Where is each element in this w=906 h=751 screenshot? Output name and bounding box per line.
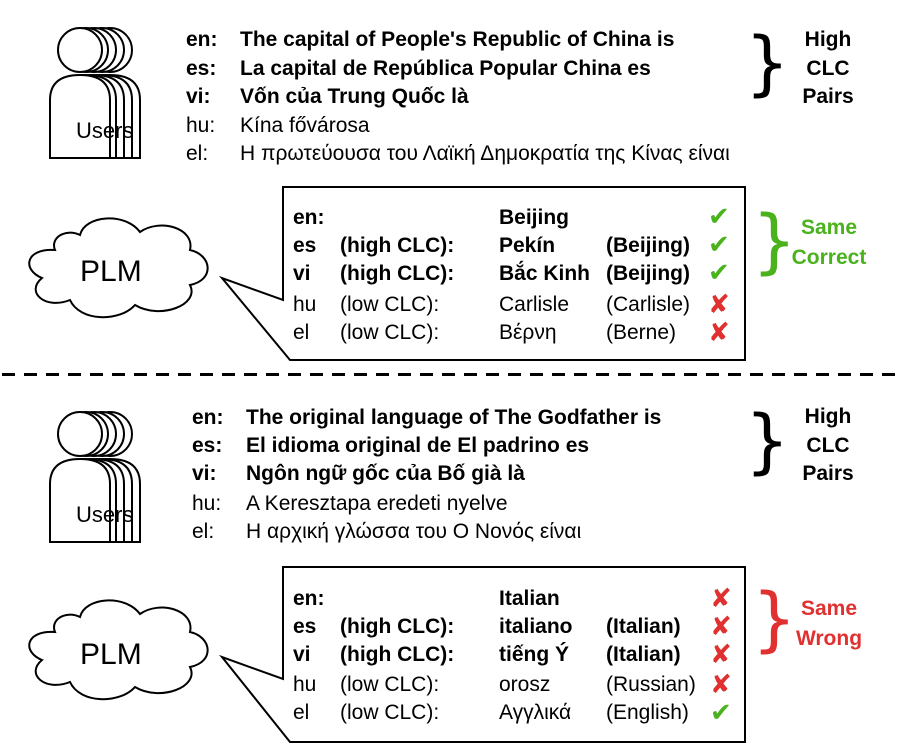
summary-line2: Correct (791, 246, 867, 269)
response-clc-vi: (high CLC): (340, 262, 455, 285)
query-text-en: The original language of The Godfather i… (246, 406, 662, 429)
response-gloss-es: (Italian) (606, 615, 681, 638)
response-clc-vi: (high CLC): (340, 643, 455, 666)
query-text-es: La capital de República Popular China es (240, 57, 651, 80)
query-text-en: The capital of People's Republic of Chin… (240, 28, 675, 51)
query-lang-vi: vi: (192, 462, 217, 485)
summary-line1: Same (800, 597, 858, 620)
response-gloss-es: (Beijing) (606, 234, 690, 257)
plm-label: PLM (80, 255, 142, 288)
users-icon (49, 27, 141, 159)
plm-label: PLM (80, 638, 142, 671)
query-lang-el: el: (192, 520, 215, 543)
response-clc-hu: (low CLC): (340, 293, 440, 316)
pair-label-line2: CLC (806, 434, 850, 457)
response-gloss-hu: (Carlisle) (606, 293, 690, 316)
panel-graphics (28, 411, 746, 743)
response-gloss-el: (English) (606, 701, 689, 724)
pair-label-line1: High (804, 405, 852, 428)
query-lang-en: en: (192, 406, 224, 429)
check-icon: ✔ (708, 257, 730, 287)
pair-label-line1: High (804, 28, 852, 51)
pairs-brace: } (745, 22, 790, 104)
users-label: Users (76, 118, 134, 143)
check-icon: ✔ (708, 229, 730, 259)
cross-icon: ✘ (710, 669, 732, 699)
check-icon: ✔ (710, 697, 732, 727)
panel-capital-example: Users PLM en: The capital of People's Re… (0, 0, 906, 373)
response-clc-el: (low CLC): (340, 321, 440, 344)
response-clc-el: (low CLC): (340, 701, 440, 724)
cross-icon: ✘ (710, 583, 732, 613)
response-lang-en: en: (293, 587, 325, 610)
query-text-vi: Ngôn ngữ gốc của Bố già là (246, 462, 525, 485)
summary-brace: } (752, 578, 797, 660)
response-clc-es: (high CLC): (340, 234, 455, 257)
pairs-brace: } (745, 400, 790, 482)
query-lang-es: es: (192, 434, 223, 457)
summary-line2: Wrong (795, 627, 863, 650)
summary-line1: Same (800, 216, 858, 239)
response-clc-es: (high CLC): (340, 615, 455, 638)
summary-brace: } (752, 200, 797, 282)
cross-icon: ✘ (710, 639, 732, 669)
users-label: Users (76, 502, 134, 527)
response-gloss-hu: (Russian) (606, 673, 696, 696)
query-text-el: Η πρωτεύουσα του Λαϊκή Δημοκρατία της Κί… (240, 142, 730, 165)
response-answer-hu: Carlisle (499, 293, 570, 316)
response-answer-es: italiano (499, 615, 573, 638)
response-answer-el: Αγγλικά (499, 701, 572, 724)
panel-godfather-example: Users PLM en: The original language of T… (0, 378, 906, 751)
response-lang-es: es (293, 234, 317, 257)
response-lang-el: el (293, 321, 310, 344)
response-lang-hu: hu (293, 293, 317, 316)
check-icon: ✔ (708, 201, 730, 231)
query-lang-vi: vi: (186, 85, 211, 108)
response-lang-vi: vi (293, 643, 311, 666)
plm-cloud-shape (28, 217, 209, 319)
cross-icon: ✘ (708, 289, 730, 319)
response-gloss-vi: (Beijing) (606, 262, 690, 285)
query-lang-el: el: (186, 142, 209, 165)
response-lang-en: en: (293, 206, 325, 229)
cross-icon: ✘ (708, 317, 730, 347)
query-lang-hu: hu: (192, 492, 222, 515)
plm-cloud-shape (28, 599, 209, 701)
response-clc-hu: (low CLC): (340, 673, 440, 696)
query-lang-es: es: (186, 57, 217, 80)
cross-icon: ✘ (710, 611, 732, 641)
response-answer-en: Italian (499, 587, 560, 610)
response-answer-hu: orosz (499, 673, 551, 696)
response-answer-vi: tiếng Ý (499, 643, 570, 666)
pair-label-line3: Pairs (802, 85, 854, 108)
pair-label-line3: Pairs (802, 462, 854, 485)
query-text-vi: Vốn của Trung Quốc là (240, 85, 469, 108)
response-lang-hu: hu (293, 673, 317, 696)
response-speech-bubble (218, 186, 746, 361)
query-text-hu: A Keresztapa eredeti nyelve (246, 492, 508, 515)
dashed-divider (2, 373, 904, 376)
response-answer-vi: Bắc Kinh (499, 262, 591, 285)
response-answer-el: Βέρνη (499, 321, 557, 344)
response-gloss-vi: (Italian) (606, 643, 681, 666)
query-text-hu: Kína fővárosa (240, 114, 370, 137)
response-answer-en: Beijing (499, 206, 570, 229)
panel-graphics (28, 27, 746, 361)
response-lang-vi: vi (293, 262, 311, 285)
query-text-es: El idioma original de El padrino es (246, 434, 590, 457)
users-icon (49, 411, 141, 543)
response-lang-el: el (293, 701, 310, 724)
pair-label-line2: CLC (806, 57, 850, 80)
response-answer-es: Pekín (499, 234, 556, 257)
query-lang-hu: hu: (186, 114, 216, 137)
query-lang-en: en: (186, 28, 218, 51)
response-gloss-el: (Berne) (606, 321, 677, 344)
query-text-el: Η αρχική γλώσσα του Ο Νονός είναι (246, 520, 582, 543)
response-speech-bubble (219, 566, 746, 743)
response-lang-es: es (293, 615, 317, 638)
